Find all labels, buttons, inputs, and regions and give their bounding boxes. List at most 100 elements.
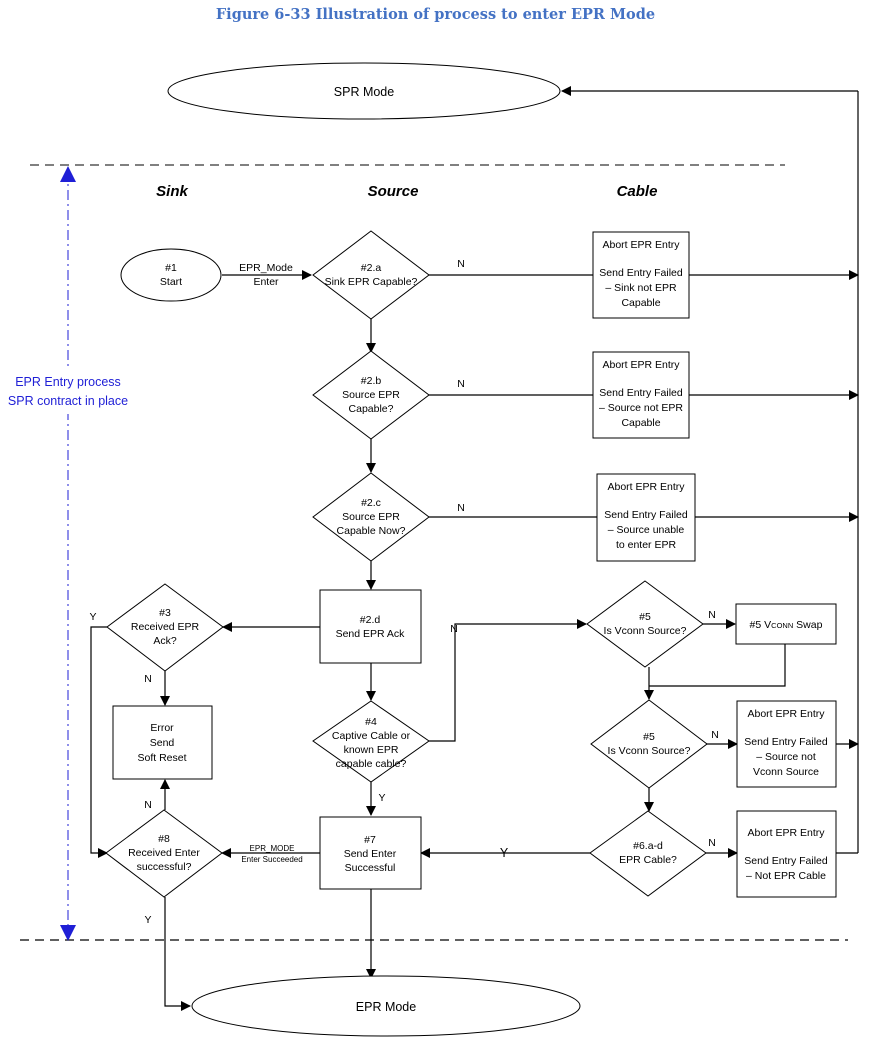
edge-n-2b: N	[457, 378, 465, 390]
abort-3-line3: – Source unable	[608, 524, 685, 536]
edge-n-4: N	[450, 623, 458, 635]
decision-2a	[312, 230, 430, 320]
edge-label-epr-mode: EPR_Mode	[239, 262, 293, 274]
edge-y-8: Y	[144, 914, 151, 926]
decision-3	[106, 583, 224, 672]
decision-5a-label: Is Vconn Source?	[604, 625, 687, 637]
abort-5-line3: – Not EPR Cable	[746, 870, 826, 882]
decision-2b-id: #2.b	[361, 375, 382, 387]
process-2d-label: Send EPR Ack	[336, 628, 406, 640]
edge-label-epr-mode-2: EPR_MODE	[250, 844, 295, 853]
abort-1-line2: Send Entry Failed	[599, 267, 683, 279]
decision-2a-id: #2.a	[361, 262, 382, 274]
abort-box-sink-not-epr	[592, 231, 690, 319]
abort-4-line1: Abort EPR Entry	[747, 708, 825, 720]
decision-3-line1: Received EPR	[131, 621, 200, 633]
error-line2: Send	[150, 737, 175, 749]
decision-2b-line1: Source EPR	[342, 389, 400, 401]
edge-y-6: Y	[500, 846, 509, 860]
figure-caption: Figure 6-33 Illustration of process to e…	[215, 6, 656, 23]
process-2d	[319, 589, 422, 664]
start-id: #1	[165, 262, 177, 274]
vconn-swap-label: #5 VCONN Swap	[750, 619, 823, 631]
start-label: Start	[160, 276, 182, 288]
vconn-swap-process	[735, 603, 837, 645]
edge-label-enter-succeeded: Enter Succeeded	[241, 855, 302, 864]
decision-5a-id: #5	[639, 611, 651, 623]
column-cable: Cable	[617, 183, 658, 200]
decision-4-line2: known EPR	[344, 744, 399, 756]
decision-6-label: EPR Cable?	[619, 854, 677, 866]
abort-4-line3: – Source not	[756, 751, 816, 763]
decision-8-line1: Received Enter	[128, 847, 200, 859]
decision-3-line2: Ack?	[153, 635, 177, 647]
decision-4-id: #4	[365, 716, 377, 728]
decision-2c-line1: Source EPR	[342, 511, 400, 523]
decision-6-id: #6.a-d	[633, 840, 663, 852]
column-sink: Sink	[156, 183, 188, 200]
abort-4-line2: Send Entry Failed	[744, 736, 828, 748]
abort-box-not-epr-cable	[736, 810, 837, 898]
abort-2-line1: Abort EPR Entry	[602, 359, 680, 371]
process-2d-id: #2.d	[360, 614, 381, 626]
process-7-line1: Send Enter	[344, 848, 397, 860]
abort-5-line2: Send Entry Failed	[744, 855, 828, 867]
process-7-id: #7	[364, 834, 376, 846]
abort-1-line3: – Sink not EPR	[605, 282, 677, 294]
abort-5-line1: Abort EPR Entry	[747, 827, 825, 839]
abort-box-not-vconn-source	[736, 700, 837, 788]
decision-3-id: #3	[159, 607, 171, 619]
side-label-line1: EPR Entry process	[15, 375, 121, 389]
abort-2-line4: Capable	[621, 417, 660, 429]
abort-3-line1: Abort EPR Entry	[607, 481, 685, 493]
decision-8-id: #8	[158, 833, 170, 845]
error-line1: Error	[150, 722, 174, 734]
edge-n-6: N	[708, 837, 716, 849]
column-source: Source	[368, 183, 419, 200]
spr-mode-label: SPR Mode	[334, 85, 394, 99]
abort-box-source-not-epr	[592, 351, 690, 439]
abort-box-source-unable	[596, 473, 696, 562]
decision-5a	[586, 580, 704, 668]
edge-n-2a: N	[457, 258, 465, 270]
decision-6	[589, 810, 707, 897]
spr-mode-terminal	[167, 62, 561, 120]
decision-2c-line2: Capable Now?	[337, 525, 406, 537]
decision-2c	[312, 472, 430, 562]
decision-8-line2: successful?	[137, 861, 192, 873]
edge-n-2c: N	[457, 502, 465, 514]
abort-2-line3: – Source not EPR	[599, 402, 683, 414]
decision-4	[312, 700, 430, 783]
decision-2b	[312, 350, 430, 440]
decision-4-line3: capable cable?	[336, 758, 407, 770]
edge-y-4: Y	[378, 792, 385, 804]
abort-1-line1: Abort EPR Entry	[602, 239, 680, 251]
decision-5b-id: #5	[643, 731, 655, 743]
decision-4-line1: Captive Cable or	[332, 730, 411, 742]
start-terminal	[120, 248, 222, 302]
process-7-line2: Successful	[345, 862, 396, 874]
abort-3-line2: Send Entry Failed	[604, 509, 688, 521]
edge-n-5b: N	[711, 729, 719, 741]
edge-label-enter: Enter	[253, 276, 279, 288]
abort-2-line2: Send Entry Failed	[599, 387, 683, 399]
edge-n-5a: N	[708, 609, 716, 621]
abort-3-line4: to enter EPR	[616, 539, 677, 551]
abort-1-line4: Capable	[621, 297, 660, 309]
error-process	[112, 705, 213, 780]
decision-2c-id: #2.c	[361, 497, 381, 509]
side-label-line2: SPR contract in place	[8, 394, 128, 408]
error-line3: Soft Reset	[137, 752, 186, 764]
decision-5b-label: Is Vconn Source?	[608, 745, 691, 757]
abort-4-line4: Vconn Source	[753, 766, 819, 778]
edge-n-8: N	[144, 799, 152, 811]
decision-2b-line2: Capable?	[349, 403, 394, 415]
edge-y-3: Y	[89, 611, 96, 623]
decision-8	[105, 809, 223, 898]
epr-mode-terminal	[191, 975, 581, 1037]
edge-n-3: N	[144, 673, 152, 685]
process-7	[319, 816, 422, 890]
epr-mode-label: EPR Mode	[356, 1000, 416, 1014]
decision-2a-label: Sink EPR Capable?	[325, 276, 418, 288]
